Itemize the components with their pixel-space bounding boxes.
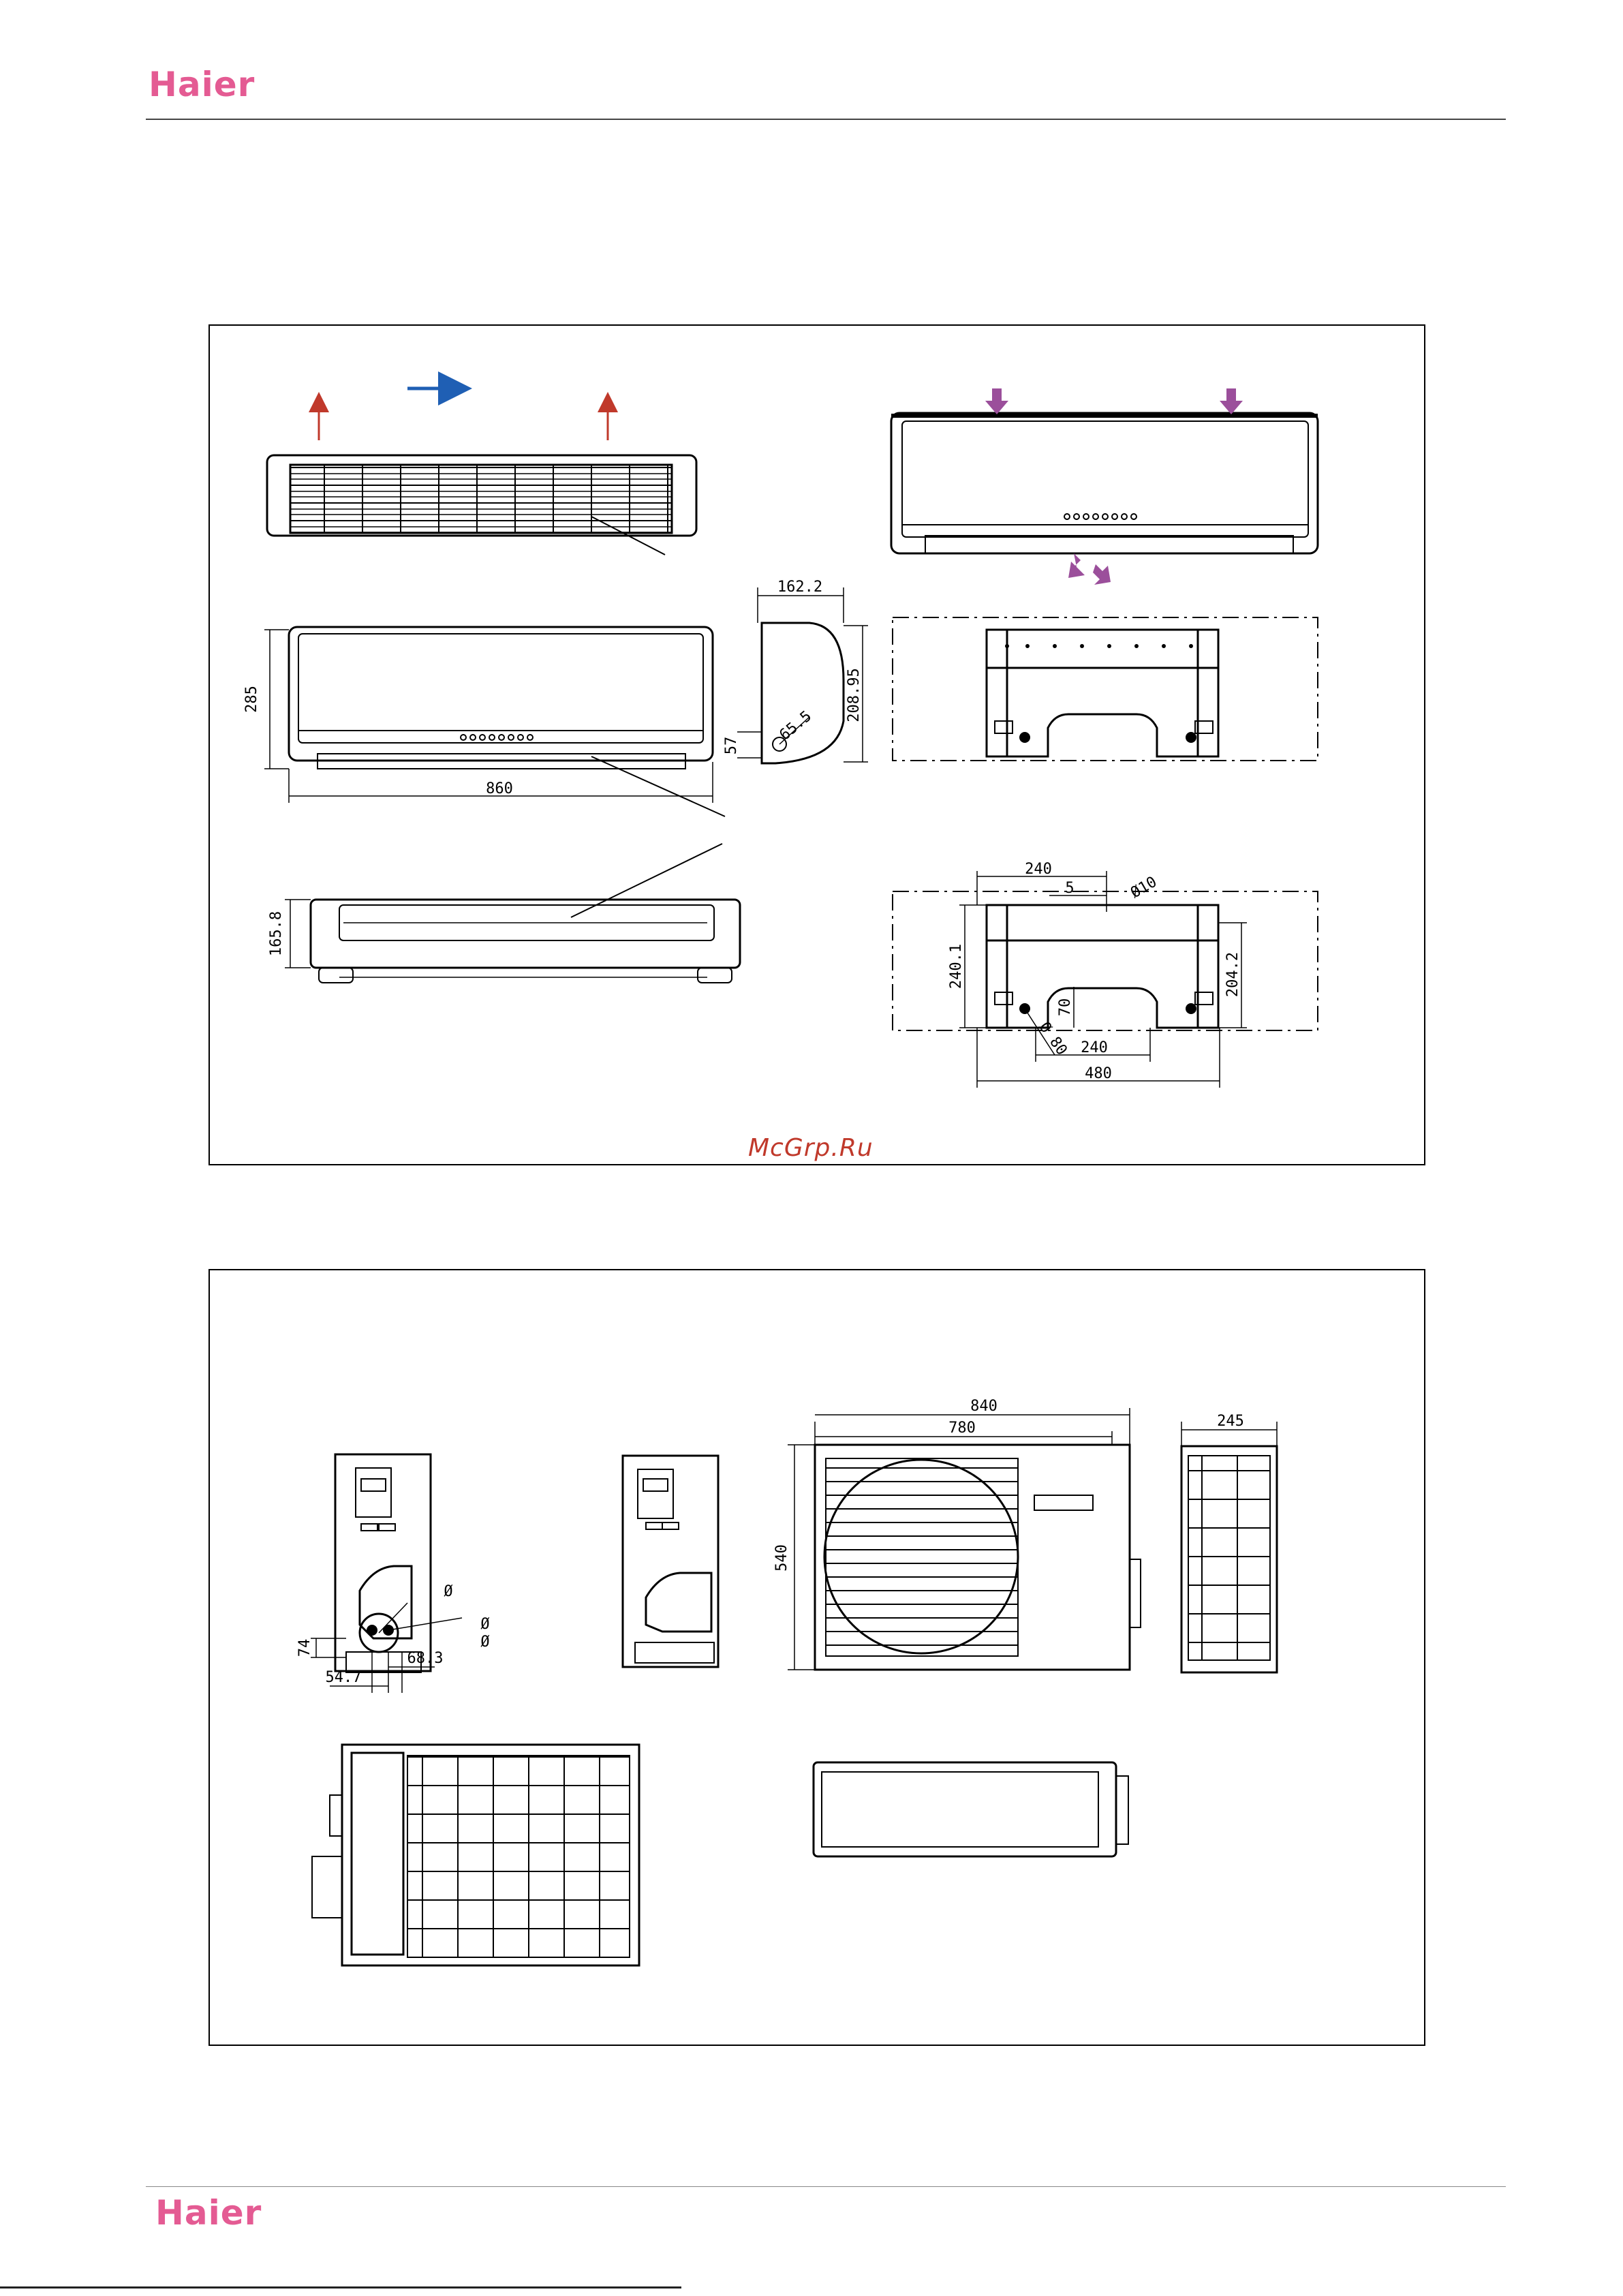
outdoor-rear-view xyxy=(1181,1422,1277,1672)
dim-valve-height: 74 xyxy=(296,1639,313,1657)
haier-logo-bottom: Haier xyxy=(155,2193,262,2233)
dim-height-285: 285 xyxy=(243,686,260,713)
dim-depth-162: 162.2 xyxy=(777,579,822,596)
indoor-unit-drawing-panel: 285 860 162.2 208.95 57 65.5 xyxy=(208,324,1425,1165)
footer-rule xyxy=(146,2186,1506,2187)
dim-width-860: 860 xyxy=(486,780,513,797)
dim-pipe-offset: 57 xyxy=(723,737,740,755)
outdoor-side-view-2 xyxy=(623,1456,718,1667)
valve-symbol-1: Ø xyxy=(444,1583,452,1600)
dim-valve-right: 68.3 xyxy=(407,1650,444,1667)
dim-outdoor-width: 840 xyxy=(970,1398,998,1415)
haier-logo-top: Haier xyxy=(149,65,255,104)
plate-hole-spacing-top: 240 xyxy=(1025,861,1052,878)
valve-symbol-2: Ø xyxy=(480,1616,489,1633)
plate-hole-spacing-bottom: 240 xyxy=(1081,1039,1108,1056)
plate-right-height: 204.2 xyxy=(1224,952,1241,997)
plate-pipe-hole: Ø 80 xyxy=(1036,1019,1070,1058)
mounting-plate-upper xyxy=(893,617,1318,761)
dim-outdoor-depth: 245 xyxy=(1217,1413,1244,1430)
outdoor-front-view xyxy=(788,1408,1141,1670)
valve-symbol-3: Ø xyxy=(480,1634,489,1651)
outdoor-unit-drawing-panel: Ø Ø Ø 74 54.7 68.3 xyxy=(208,1269,1425,2046)
dim-side-height: 208.95 xyxy=(846,668,863,722)
plate-center-height: 70 xyxy=(1057,998,1074,1017)
plate-total-width: 480 xyxy=(1085,1065,1112,1082)
watermark-text: McGrp.Ru xyxy=(748,1134,874,1162)
indoor-top-view xyxy=(267,388,696,555)
dim-outdoor-height: 540 xyxy=(773,1544,790,1572)
plate-offset: 5 xyxy=(1065,880,1074,897)
header-rule xyxy=(146,119,1506,120)
dim-valve-left: 54.7 xyxy=(326,1669,362,1686)
page-foot-rule xyxy=(0,2286,681,2289)
plate-hole-diameter: Ø10 xyxy=(1128,874,1160,902)
dim-fan-width: 780 xyxy=(948,1420,976,1437)
indoor-bottom-view xyxy=(285,844,740,983)
outdoor-bottom-view xyxy=(814,1762,1128,1856)
plate-left-height: 240.1 xyxy=(948,944,965,989)
indoor-rear-view xyxy=(891,388,1318,585)
dim-bottom-depth: 165.8 xyxy=(268,911,285,956)
outdoor-top-view xyxy=(312,1745,639,1965)
